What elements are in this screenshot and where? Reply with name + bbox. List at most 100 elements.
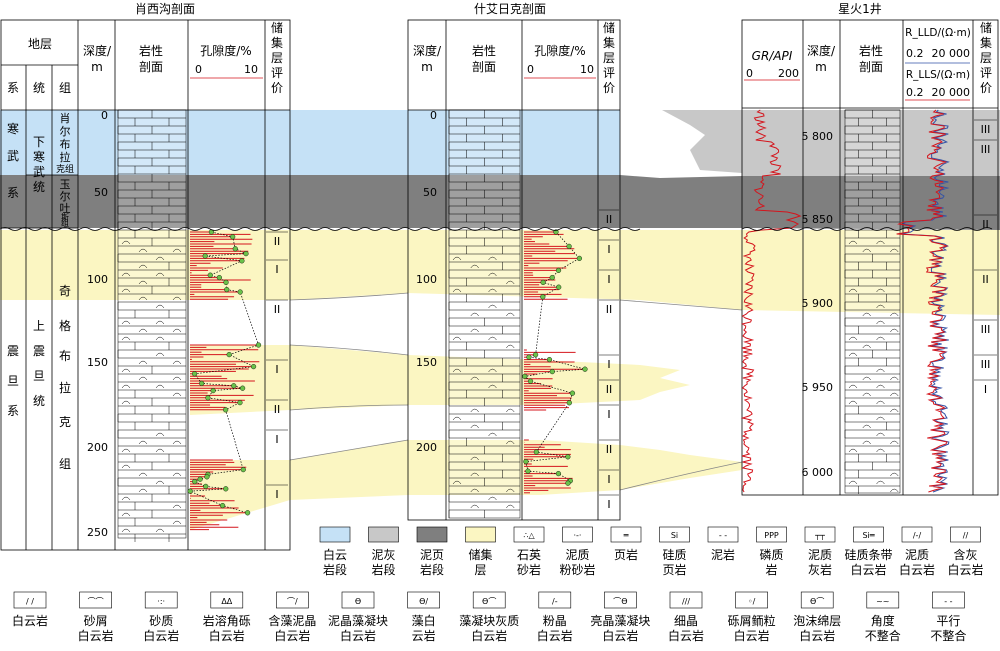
eval-grade-label: II [606, 383, 613, 396]
unconformity-line [0, 227, 641, 231]
svg-text:格: 格 [59, 318, 71, 333]
section-title-mid: 什艾日克剖面 [474, 2, 546, 16]
litho-algal-mark [452, 336, 462, 341]
svg-text:震: 震 [33, 344, 45, 358]
litho-algal-mark [876, 336, 885, 341]
strata-labels: 寒 武 系 下 寒 武 统 肖 尔 布 拉 克组 玉 尔 吐 斯 组 震 旦 系… [7, 111, 74, 471]
legend-swatch [669, 591, 703, 609]
legend-label: 藻白 [412, 613, 436, 628]
legend-swatch [407, 591, 440, 609]
litho-algal-mark [876, 320, 885, 325]
legend-label: 粉晶 [543, 614, 567, 628]
rlld-min: 0.2 [906, 47, 924, 60]
mid-header-depth-1: 深度/ [413, 43, 442, 58]
legend-label: 砾屑鲕粒 [728, 613, 776, 628]
reservoir-band-3 [190, 440, 742, 530]
litho-column-well [844, 109, 901, 494]
legend-swatch [604, 591, 637, 609]
litho-algal-mark [172, 440, 182, 445]
svg-text:5 950: 5 950 [802, 381, 834, 394]
litho-algal-mark [121, 512, 131, 517]
svg-text:玉: 玉 [60, 178, 71, 191]
legend-swatch [610, 526, 642, 543]
litho-algal-mark [848, 336, 858, 341]
legend-label: 泥质 [808, 548, 832, 562]
litho-algal-mark [470, 408, 479, 413]
litho-algal-mark [848, 400, 858, 405]
eval-grade-label: I [607, 358, 610, 371]
gr-curve [740, 109, 802, 493]
litho-algal-mark [890, 376, 899, 381]
mid-porosity-min: 0 [527, 63, 534, 76]
litho-algal-mark [890, 488, 899, 493]
svg-text:200: 200 [87, 441, 108, 454]
porosity-sample-point [230, 234, 236, 240]
legend-swatch [804, 526, 836, 543]
legend-swatch [472, 591, 506, 609]
eval-grade-label: I [275, 363, 278, 376]
porosity-sample-point [210, 388, 216, 394]
svg-text:吐: 吐 [60, 202, 71, 215]
legend-symbol: // [963, 531, 969, 540]
legend-swatch [562, 526, 593, 543]
legend-symbol: Ѳ⌒ [482, 597, 496, 606]
porosity-sample-point [569, 390, 576, 396]
header-depth-1: 深度/ [83, 43, 112, 58]
legend-swatch [659, 526, 690, 543]
section-title-right: 星火1井 [838, 2, 882, 16]
porosity-sample-point [199, 380, 205, 387]
legend-label: 白云岩 [78, 628, 114, 643]
well-log-curves [740, 109, 950, 493]
litho-algal-mark [172, 472, 182, 477]
legend-label: 粉砂岩 [559, 562, 595, 577]
litho-algal-mark [155, 480, 165, 485]
litho-algal-mark [452, 480, 462, 485]
porosity-sample-point [565, 454, 571, 460]
header-rlld: R_LLD/(Ω·m) [905, 27, 971, 39]
left-section [0, 19, 291, 551]
svg-text:层: 层 [603, 51, 615, 65]
litho-algal-mark [488, 368, 497, 373]
porosity-sample-point [203, 483, 209, 490]
litho-algal-mark [862, 376, 871, 381]
litho-algal-mark [138, 296, 148, 301]
porosity-sample-point [204, 474, 210, 480]
legend-symbol: ~~ [876, 597, 889, 606]
well-header-depth-1: 深度/ [807, 43, 836, 58]
svg-text:集: 集 [980, 35, 992, 50]
svg-text:系: 系 [7, 186, 19, 200]
litho-algal-mark [172, 392, 182, 397]
svg-text:价: 价 [271, 81, 283, 95]
legend-label: 硅质 [662, 548, 686, 562]
eval-grade-label: I [275, 433, 278, 446]
svg-text:5 850: 5 850 [802, 213, 834, 226]
well-header-litho-2: 剖面 [859, 60, 883, 74]
litho-algal-mark [121, 400, 131, 405]
legend-label: 泥晶藻凝块 [328, 613, 388, 628]
legend-label: 砂屑 [84, 614, 108, 628]
litho-algal-mark [876, 304, 885, 309]
litho-algal-mark [890, 328, 899, 333]
litho-algal-mark [155, 448, 165, 453]
legend-label: 角度 [871, 613, 895, 628]
litho-algal-mark [488, 384, 497, 389]
legend-label: 白云岩 [12, 613, 48, 628]
porosity-sample-point [555, 471, 562, 477]
correlation-line [289, 439, 409, 461]
litho-algal-mark [848, 352, 858, 357]
legend-label: 云岩 [412, 628, 436, 643]
porosity-sample-point [237, 400, 243, 406]
litho-algal-mark [876, 288, 885, 293]
litho-algal-mark [452, 416, 462, 421]
header-strat: 地层 [28, 37, 52, 51]
legend-symbol: - - [944, 597, 952, 606]
legend-label: 层 [474, 563, 486, 577]
mid-porosity-max: 10 [580, 63, 594, 76]
litho-algal-mark [121, 320, 131, 325]
correlation-line [289, 292, 409, 301]
litho-algal-mark [470, 424, 479, 429]
legend-swatch [341, 591, 375, 609]
legend-swatch [276, 591, 309, 609]
litho-algal-mark [890, 392, 899, 397]
legend-swatch [319, 526, 351, 543]
